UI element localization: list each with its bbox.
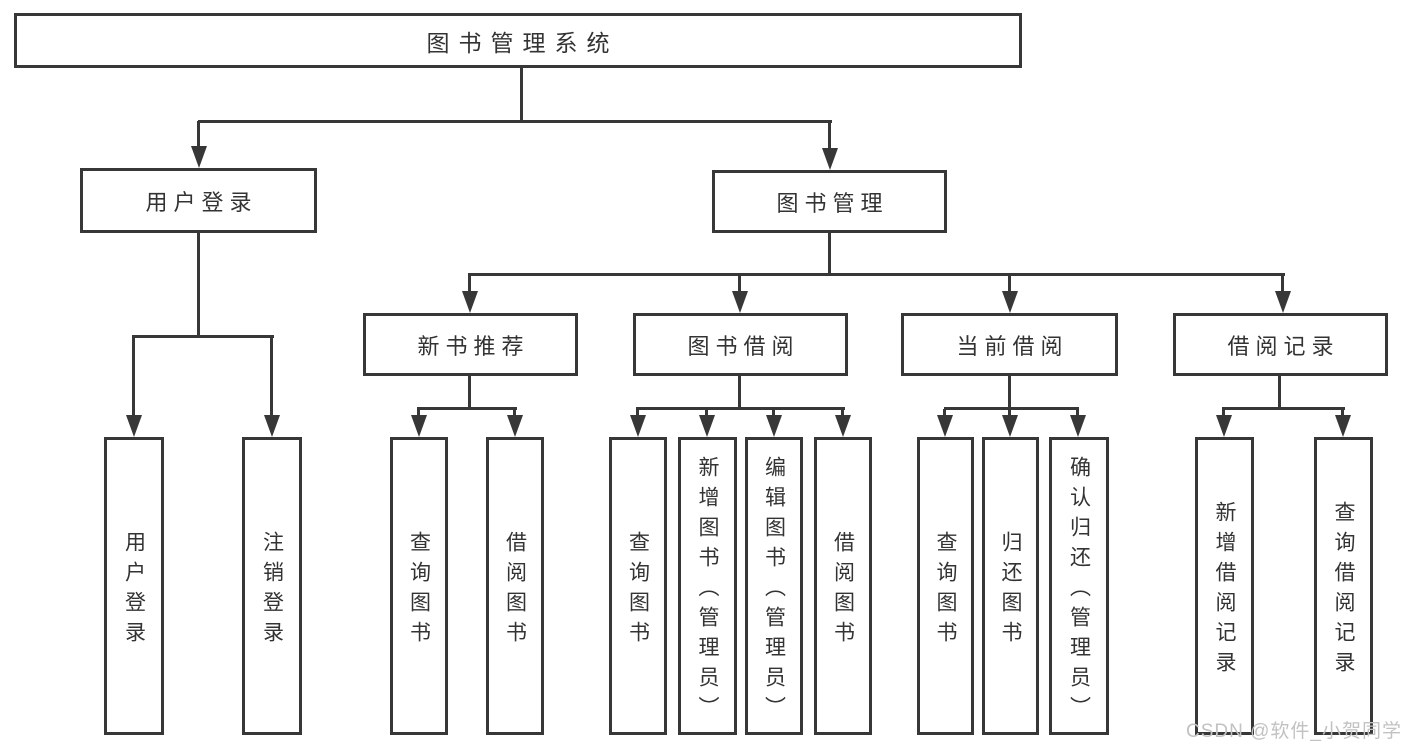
- node-book-borrowing: 图书借阅: [633, 313, 848, 376]
- connector-line: [841, 409, 844, 417]
- leaf-add-books-admin: 新增图书（管理员）: [678, 437, 737, 735]
- node-new-book-recommend-label: 新书推荐: [417, 333, 530, 359]
- leaf-add-borrow-record-label: 新增借阅记录: [1213, 500, 1236, 681]
- arrowhead-down-icon: [766, 415, 782, 437]
- connector-line: [1278, 376, 1281, 409]
- connector-line: [132, 337, 135, 417]
- connector-line: [1076, 409, 1079, 417]
- connector-line: [197, 233, 200, 337]
- node-book-borrowing-label: 图书借阅: [687, 333, 800, 359]
- node-user-login: 用户登录: [80, 168, 317, 233]
- connector-line: [738, 275, 741, 293]
- connector-line: [513, 409, 516, 417]
- leaf-user-login: 用户登录: [104, 437, 164, 735]
- leaf-edit-books-admin: 编辑图书（管理员）: [745, 437, 803, 735]
- arrowhead-down-icon: [835, 415, 851, 437]
- leaf-query-borrow-record-label: 查询借阅记录: [1332, 500, 1355, 681]
- arrowhead-down-icon: [411, 415, 427, 437]
- leaf-logout: 注销登录: [242, 437, 302, 735]
- leaf-query-books-borrowing-label: 查询图书: [626, 530, 650, 651]
- leaf-add-books-admin-label: 新增图书（管理员）: [696, 455, 719, 726]
- connector-line: [132, 335, 274, 338]
- connector-line: [1222, 407, 1345, 410]
- node-root-label: 图书管理系统: [426, 29, 619, 56]
- connector-line: [270, 337, 273, 417]
- connector-line: [1008, 275, 1011, 293]
- leaf-query-books-recommend: 查询图书: [390, 437, 448, 735]
- leaf-borrow-books-borrowing-label: 借阅图书: [831, 530, 855, 651]
- leaf-borrow-books-recommend: 借阅图书: [486, 437, 544, 735]
- arrowhead-down-icon: [732, 291, 748, 313]
- leaf-logout-label: 注销登录: [260, 530, 284, 651]
- arrowhead-down-icon: [937, 415, 953, 437]
- leaf-query-books-recommend-label: 查询图书: [407, 530, 431, 651]
- connector-line: [1341, 409, 1344, 417]
- arrowhead-down-icon: [1002, 415, 1018, 437]
- arrowhead-down-icon: [462, 291, 478, 313]
- node-borrowing-records-label: 借阅记录: [1227, 333, 1340, 359]
- arrowhead-down-icon: [822, 148, 838, 170]
- connector-line: [468, 273, 1285, 276]
- arrowhead-down-icon: [630, 415, 646, 437]
- connector-line: [828, 233, 831, 275]
- csdn-watermark: CSDN @软件_小贺同学: [1186, 721, 1402, 742]
- connector-line: [828, 121, 831, 150]
- connector-line: [468, 376, 471, 409]
- arrowhead-down-icon: [126, 415, 142, 437]
- leaf-borrow-books-recommend-label: 借阅图书: [503, 530, 527, 651]
- connector-line: [636, 407, 845, 410]
- connector-line: [1222, 409, 1225, 417]
- leaf-query-books-current-label: 查询图书: [934, 530, 957, 651]
- arrowhead-down-icon: [264, 415, 280, 437]
- node-new-book-recommend: 新书推荐: [363, 313, 578, 376]
- node-borrowing-records: 借阅记录: [1173, 313, 1388, 376]
- leaf-confirm-return-admin: 确认归还（管理员）: [1049, 437, 1109, 735]
- node-root: 图书管理系统: [14, 13, 1022, 68]
- connector-line: [1008, 376, 1011, 409]
- connector-line: [943, 409, 946, 417]
- connector-line: [197, 121, 200, 148]
- node-current-borrowing-label: 当前借阅: [956, 333, 1069, 359]
- connector-line: [417, 407, 517, 410]
- leaf-edit-books-admin-label: 编辑图书（管理员）: [762, 455, 786, 726]
- leaf-return-books-label: 归还图书: [999, 530, 1022, 651]
- arrowhead-down-icon: [1002, 291, 1018, 313]
- arrowhead-down-icon: [1216, 415, 1232, 437]
- node-user-login-label: 用户登录: [145, 189, 258, 215]
- arrowhead-down-icon: [191, 146, 207, 168]
- node-book-management-label: 图书管理: [776, 190, 889, 216]
- node-current-borrowing: 当前借阅: [901, 313, 1118, 376]
- leaf-user-login-label: 用户登录: [122, 530, 146, 651]
- connector-line: [738, 376, 741, 409]
- connector-line: [1008, 409, 1011, 417]
- arrowhead-down-icon: [507, 415, 523, 437]
- node-book-management: 图书管理: [712, 170, 947, 233]
- connector-line: [705, 409, 708, 417]
- connector-line: [417, 409, 420, 417]
- leaf-query-books-borrowing: 查询图书: [609, 437, 667, 735]
- connector-line: [198, 120, 832, 123]
- connector-line: [636, 409, 639, 417]
- arrowhead-down-icon: [1335, 415, 1351, 437]
- arrowhead-down-icon: [699, 415, 715, 437]
- connector-line: [1281, 275, 1284, 293]
- connector-line: [520, 68, 523, 122]
- leaf-query-borrow-record: 查询借阅记录: [1314, 437, 1373, 735]
- leaf-add-borrow-record: 新增借阅记录: [1195, 437, 1254, 735]
- leaf-borrow-books-borrowing: 借阅图书: [814, 437, 872, 735]
- leaf-query-books-current: 查询图书: [917, 437, 974, 735]
- connector-line: [944, 407, 1079, 410]
- arrowhead-down-icon: [1070, 415, 1086, 437]
- leaf-confirm-return-admin-label: 确认归还（管理员）: [1067, 455, 1091, 726]
- connector-line: [772, 409, 775, 417]
- arrowhead-down-icon: [1275, 291, 1291, 313]
- connector-line: [468, 275, 471, 293]
- leaf-return-books: 归还图书: [982, 437, 1039, 735]
